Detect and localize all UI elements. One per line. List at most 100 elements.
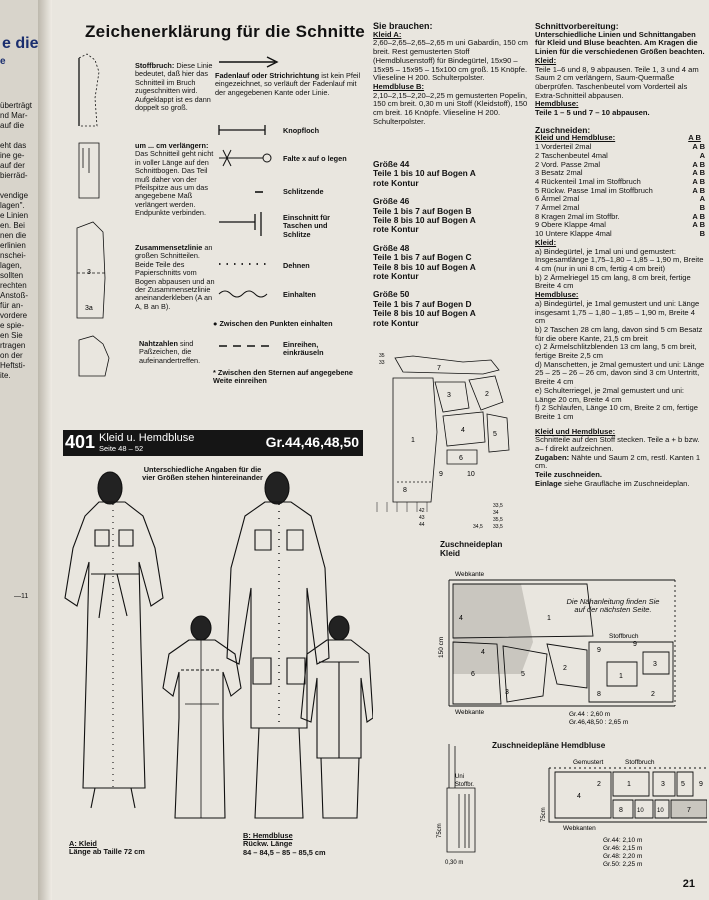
piece-num-10: 10 — [467, 471, 475, 478]
legend-title: Zeichenerklärung für die Schnitte — [85, 22, 366, 41]
preparation-intro: Unterschiedliche Linien und Schnittangab… — [535, 29, 705, 57]
cutting-item-variant: A B — [692, 176, 705, 186]
kleid-caption: A: Kleid Länge ab Taille 72 cm — [69, 839, 145, 857]
example-label-2: 3a — [85, 305, 93, 312]
cutting-both: Kleid und Hemdbluse: Schnitteile auf den… — [535, 426, 700, 454]
materials-kleid-label: Kleid A: — [373, 29, 402, 39]
piece-num-2: 2 — [485, 391, 489, 398]
legend-dehnen: Dehnen — [283, 261, 310, 270]
preparation-bluse-text: Teile 1 – 5 und 7 – 10 abpausen. — [535, 108, 650, 118]
materials-bluse-label: Hemdbluse B: — [373, 81, 425, 91]
model-pages: Seite 48 – 52 — [99, 444, 144, 453]
previous-page-line: bierräd- — [0, 171, 28, 180]
legend-zwischen-punkten: ● Zwischen den Punkten einhalten — [213, 319, 333, 328]
legend-stoffbruch: Stoffbruch: Diese Linie bedeutet, daß hi… — [135, 61, 213, 113]
page-number: 21 — [682, 878, 695, 890]
previous-page-line: on der — [0, 351, 23, 360]
cutting-item-label: 5 Rückw. Passe 1mal im Stoffbruch — [535, 185, 653, 195]
cutting-plan-blouse: Gemustert Stoffbruch Webkanten 75cm 4 1 … — [541, 759, 707, 868]
previous-page-line: e Linien — [0, 211, 29, 220]
blouse-piece-3: 3 — [661, 781, 665, 788]
cutting-item-variant: B — [699, 203, 705, 213]
dress-piece-2: 1 — [547, 615, 551, 622]
piece-num-7: 7 — [437, 365, 441, 372]
cutting-item-variant: A B — [692, 142, 705, 152]
cutting-item: 8 Kragen 2mal im Stoffbr. A B — [535, 211, 705, 222]
instructions-column: Schnittvorbereitung: Unterschiedliche Li… — [535, 22, 705, 489]
cutting-item: 4 Rückenteil 1mal im Stoffbruch A B — [535, 176, 705, 187]
preparation-kleid-text: Teile 1–6 und 8, 9 abpausen. Teile 1, 3 … — [535, 64, 699, 100]
cutting-item: 7 Ärmel 2mal B — [535, 203, 705, 213]
pattern-measure-2: 33 — [379, 360, 385, 366]
main-content: Zeichenerklärung für die Schnitte 3 3a S… — [55, 0, 707, 900]
model-sizes: Gr.44,46,48,50 — [265, 434, 359, 450]
size-size: Größe 46 — [373, 196, 410, 207]
previous-page-line: nd Mar- — [0, 111, 28, 120]
pattern-overview-diagram: 35 33 33,5 34 35,5 33,5 42 43 44 34,5 1 … — [376, 353, 510, 530]
materials-kleid-text: 2,60–2,65–2,65–2,65 m uni Gabardin, 150 … — [373, 38, 528, 83]
dress-webkante-top: Webkante — [455, 571, 485, 578]
blouse-piece-8: 7 — [687, 807, 691, 814]
dress-piece-12: 9 — [633, 641, 637, 648]
dress-piece-4: 5 — [521, 671, 525, 678]
size-line3: rote Kontur — [373, 271, 419, 282]
previous-page-line: ine ge- — [0, 151, 25, 160]
model-note: Unterschiedliche Angaben für die vier Gr… — [142, 465, 263, 483]
cutting-item-label: 4 Rückenteil 1mal im Stoffbruch — [535, 176, 641, 186]
legend-zwischen-sternen: * Zwischen den Sternen auf angegebene We… — [213, 368, 353, 386]
cutting-subtitle: Kleid und Hemdbluse:A B — [535, 133, 701, 143]
pattern-measure-4: 34 — [493, 510, 499, 516]
pattern-measure-1: 35 — [379, 353, 385, 359]
previous-page-line: rechten — [0, 281, 27, 290]
legend-zusammensetzlinie: Zusammensetzlinie an großen Schnitteilen… — [135, 243, 215, 311]
previous-page-line: vordere — [0, 311, 28, 320]
blouse-measure-3: Gr.48: 2,20 m — [603, 853, 642, 860]
cutting-item-variant: B — [699, 229, 705, 239]
cutting-item-label: 8 Kragen 2mal im Stoffbr. — [535, 211, 620, 221]
legend-nahtzahlen: Nahtzahlen sind Paßzeichen, die aufeinan… — [139, 339, 201, 365]
previous-page-line: sollten — [0, 271, 24, 280]
cutting-interfacing: Einlage siehe Graufläche im Zuschneidepl… — [535, 478, 690, 488]
cutting-plan-dress-title: Zuschneideplan Kleid — [440, 540, 503, 559]
dress-piece-3: 6 — [471, 671, 475, 678]
uni-stoffbruch: Stoffbr. — [455, 782, 474, 788]
blouse-piece-6: 10 — [637, 808, 644, 814]
previous-page-line: vendige — [0, 191, 29, 200]
cutting-item-label: 1 Vorderteil 2mal — [535, 142, 592, 152]
previous-page-mark: —11 — [14, 593, 29, 600]
cutting-detail: a) Bindegürtel, je 1mal uni und gemuster… — [535, 246, 704, 273]
pattern-measure-5: 35,5 — [493, 517, 503, 523]
size-line2: Teile 8 bis 10 auf Bogen A — [373, 215, 476, 226]
cutting-cut-pieces: Teile zuschneiden. — [535, 470, 602, 480]
size-line2: rote Kontur — [373, 177, 419, 188]
blouse-piece-9: 2 — [597, 781, 601, 788]
pattern-measure-7: 42 — [419, 508, 425, 514]
blouse-piece-7: 10 — [657, 808, 664, 814]
bluse-caption: B: Hemdbluse Rückw. Länge 84 – 84,5 – 85… — [243, 831, 326, 857]
dress-piece-7: 1 — [619, 673, 623, 680]
dress-stoffbruch: Stoffbruch — [609, 633, 639, 640]
pattern-measure-8: 43 — [419, 515, 425, 521]
legend-einreihen: Einreihen, einkräuseln — [283, 340, 324, 358]
cutting-item-label: 7 Ärmel 2mal — [535, 203, 580, 213]
blouse-measure-2: Gr.46: 2,15 m — [603, 845, 642, 852]
legend-einschnitt: Einschnitt für Taschen und Schlitze — [283, 213, 331, 239]
cutting-item-variant: A B — [692, 211, 705, 221]
blouse-piece-5: 8 — [619, 807, 623, 814]
previous-page-line: en. Bei — [0, 221, 25, 230]
legend-einhalten: Einhalten — [283, 290, 316, 299]
size-size: Größe 44 — [373, 159, 410, 169]
piece-num-5: 5 — [493, 431, 497, 438]
previous-page-line: en Sie — [0, 331, 23, 340]
cutting-detail: f) 2 Schlaufen, Länge 10 cm, Breite 2 cm… — [535, 403, 698, 421]
